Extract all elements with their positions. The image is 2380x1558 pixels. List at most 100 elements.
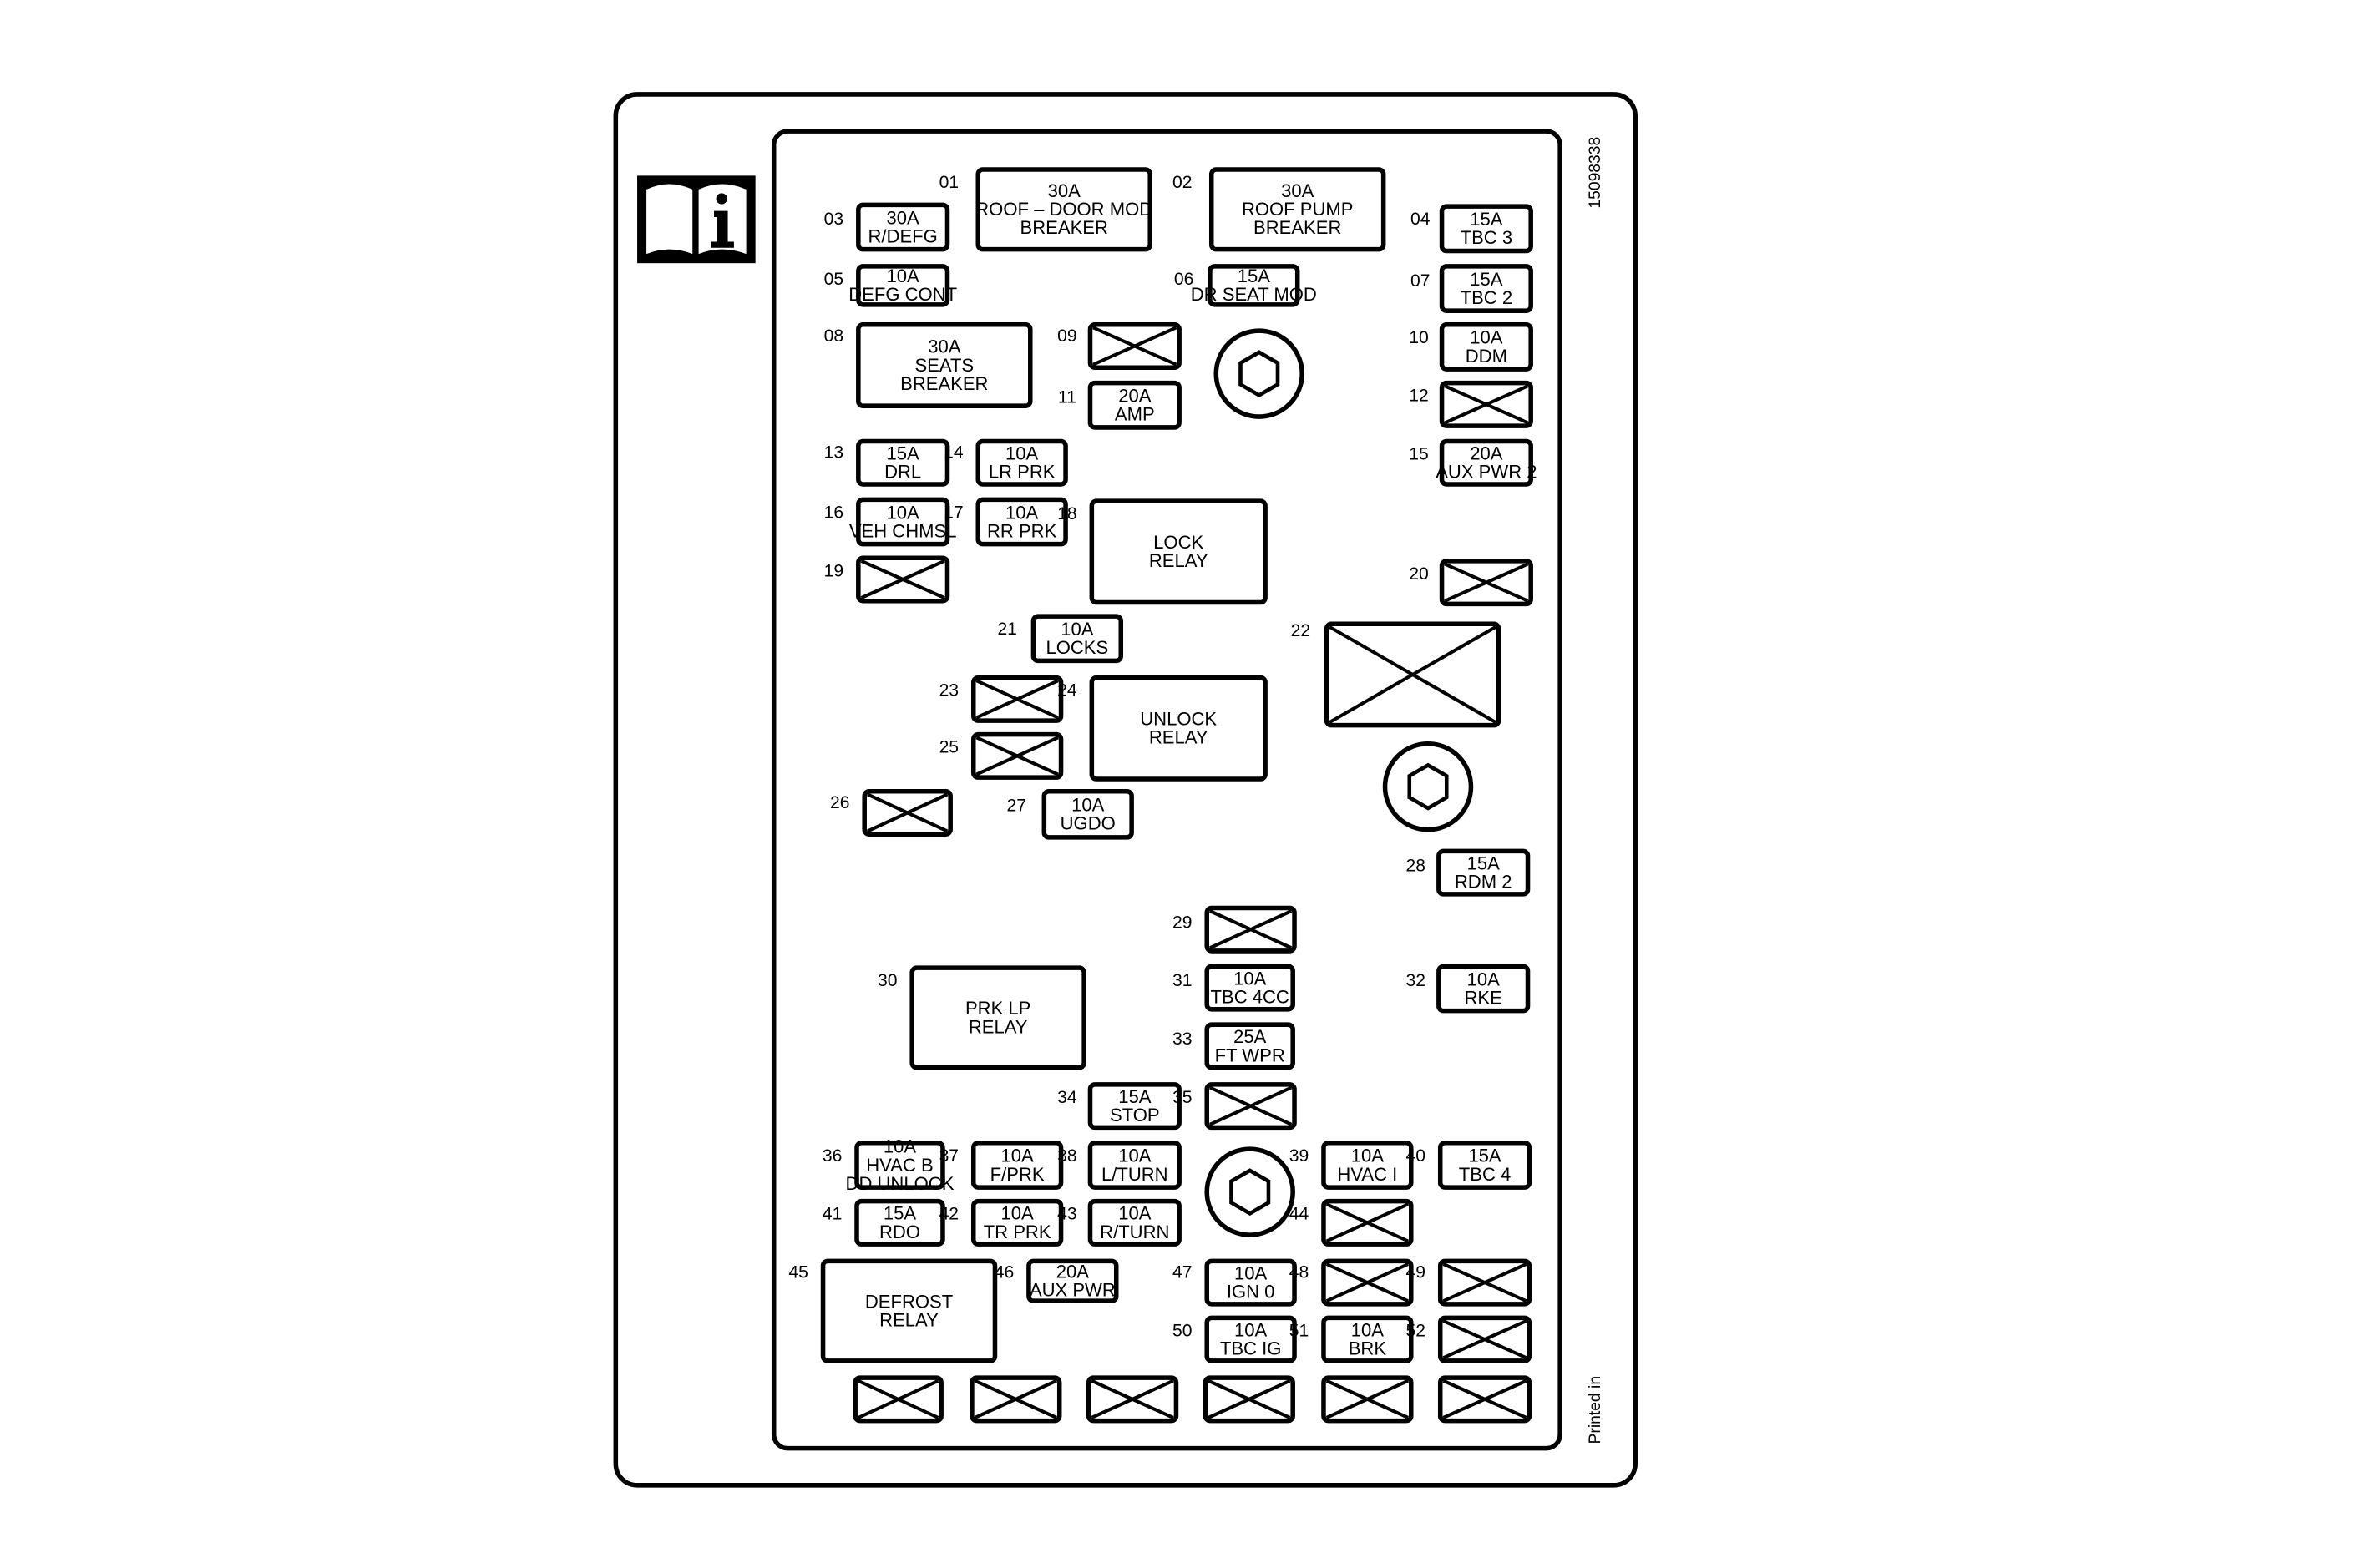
fuse-outline: [1208, 264, 1300, 307]
empty-slot-cross-line: [1325, 1378, 1409, 1419]
fuse-label-line: 20A: [1056, 1262, 1090, 1282]
empty-slot-spare: [1321, 1375, 1414, 1424]
empty-slot-cross-line: [1091, 1378, 1174, 1419]
empty-slot-25: 25: [939, 731, 1064, 780]
fuse-outline: [1087, 1082, 1182, 1131]
fuse-label-line: RR PRK: [987, 520, 1057, 541]
part-number: 15098338: [1587, 137, 1604, 209]
fuse-outline: [1439, 438, 1533, 487]
fuse-label-line: BRK: [1349, 1338, 1387, 1359]
fuse-outline: [856, 497, 950, 547]
fuse-label-line: RDM 2: [1455, 872, 1512, 893]
fuse-outline: [1437, 1141, 1532, 1190]
slot-number: 20: [1409, 564, 1429, 584]
fuse-label-line: F/PRK: [990, 1164, 1045, 1185]
empty-slot-cross-line: [1209, 1085, 1293, 1126]
slot-number: 14: [944, 443, 964, 463]
fuse-label-line: 20A: [1118, 386, 1152, 407]
relay-label-line: PRK LP: [965, 998, 1030, 1019]
fuse-label-line: HVAC B: [866, 1155, 933, 1176]
empty-slot-cross-line: [857, 1378, 939, 1419]
empty-slot-19: 19: [824, 555, 950, 604]
relay-label-line: RELAY: [1149, 727, 1208, 748]
empty-slot-cross-line: [860, 559, 945, 599]
slot-number: 46: [995, 1263, 1015, 1282]
relay-label-line: 30A: [928, 336, 961, 357]
relay-outline: [1089, 498, 1268, 605]
fuse-label-line: 10A: [1001, 1203, 1035, 1224]
slot-number: 23: [939, 681, 960, 701]
empty-slot-29: 29: [1172, 905, 1297, 954]
relay-outline: [909, 965, 1086, 1070]
relay-outline: [1208, 167, 1386, 252]
fuse-label-line: TR PRK: [984, 1222, 1051, 1242]
empty-slot-23: 23: [939, 675, 1064, 723]
slot-number: 42: [939, 1205, 960, 1224]
slot-number: 37: [939, 1146, 960, 1166]
fuse-outline: [1439, 321, 1533, 372]
slot-number: 16: [824, 503, 844, 522]
slot-number: 09: [1057, 326, 1077, 346]
slot-number: 06: [1174, 270, 1194, 289]
slot-number: 02: [1172, 173, 1193, 192]
fuse-label-line: 15A: [1470, 269, 1503, 290]
slot-number: 26: [830, 793, 850, 812]
empty-slot-spare: [1203, 1375, 1295, 1424]
owner-manual-info-icon: [637, 175, 756, 264]
fuse-label-line: FT WPR: [1215, 1045, 1285, 1065]
empty-slot-cross-line: [974, 1378, 1057, 1419]
fuse-label-line: 15A: [1238, 266, 1271, 286]
fuse-label-line: 15A: [884, 1203, 917, 1224]
fuse-outline: [1204, 1315, 1297, 1363]
relay-label-line: BREAKER: [1020, 217, 1108, 238]
fuse-label-line: TBC 3: [1461, 227, 1512, 248]
fuse-outline: [975, 497, 1068, 547]
fuse-label-line: 10A: [887, 266, 920, 286]
slot-number: 29: [1172, 913, 1193, 932]
slot-number: 35: [1172, 1088, 1193, 1107]
relay-label-line: ROOF – DOOR MOD: [975, 199, 1152, 220]
fuse-label-line: DRL: [884, 462, 921, 483]
fuse-outline: [1204, 1022, 1295, 1070]
fuse-outline: [1087, 1141, 1182, 1190]
empty-slot-52: 52: [1406, 1315, 1532, 1363]
slot-number: 25: [939, 738, 960, 757]
fuse-outline: [1087, 1198, 1182, 1247]
fuse-label-line: RKE: [1465, 987, 1502, 1008]
slot-number: 30: [878, 971, 898, 990]
empty-slot-12: 12: [1409, 380, 1533, 428]
slot-number: 39: [1289, 1146, 1309, 1166]
fuse-label-line: 10A: [1118, 1203, 1152, 1224]
slot-number: 32: [1406, 971, 1426, 990]
slot-number: 05: [824, 270, 844, 289]
empty-slot-cross-line: [1329, 625, 1496, 724]
fuse-label-line: R/TURN: [1100, 1222, 1169, 1242]
fuse-outline: [854, 1141, 945, 1190]
slot-number: 01: [939, 173, 960, 192]
empty-slot-49: 49: [1406, 1258, 1532, 1307]
slot-number: 44: [1289, 1205, 1309, 1224]
fuse-label-line: 10A: [887, 502, 920, 523]
relay-label-line: LOCK: [1153, 532, 1203, 553]
fuse-label-line: STOP: [1110, 1105, 1160, 1126]
fuse-label-line: LOCKS: [1046, 637, 1108, 658]
slot-number: 31: [1172, 971, 1193, 990]
fuse-outline: [1204, 964, 1295, 1012]
empty-slot-22: 22: [1291, 621, 1501, 728]
fuse-label-line: 10A: [1118, 1146, 1152, 1166]
fuse-label-line: 20A: [1470, 443, 1503, 464]
fuse-label-line: DR SEAT MOD: [1191, 284, 1317, 305]
slot-number: 49: [1406, 1263, 1426, 1282]
slot-number: 43: [1057, 1205, 1077, 1224]
